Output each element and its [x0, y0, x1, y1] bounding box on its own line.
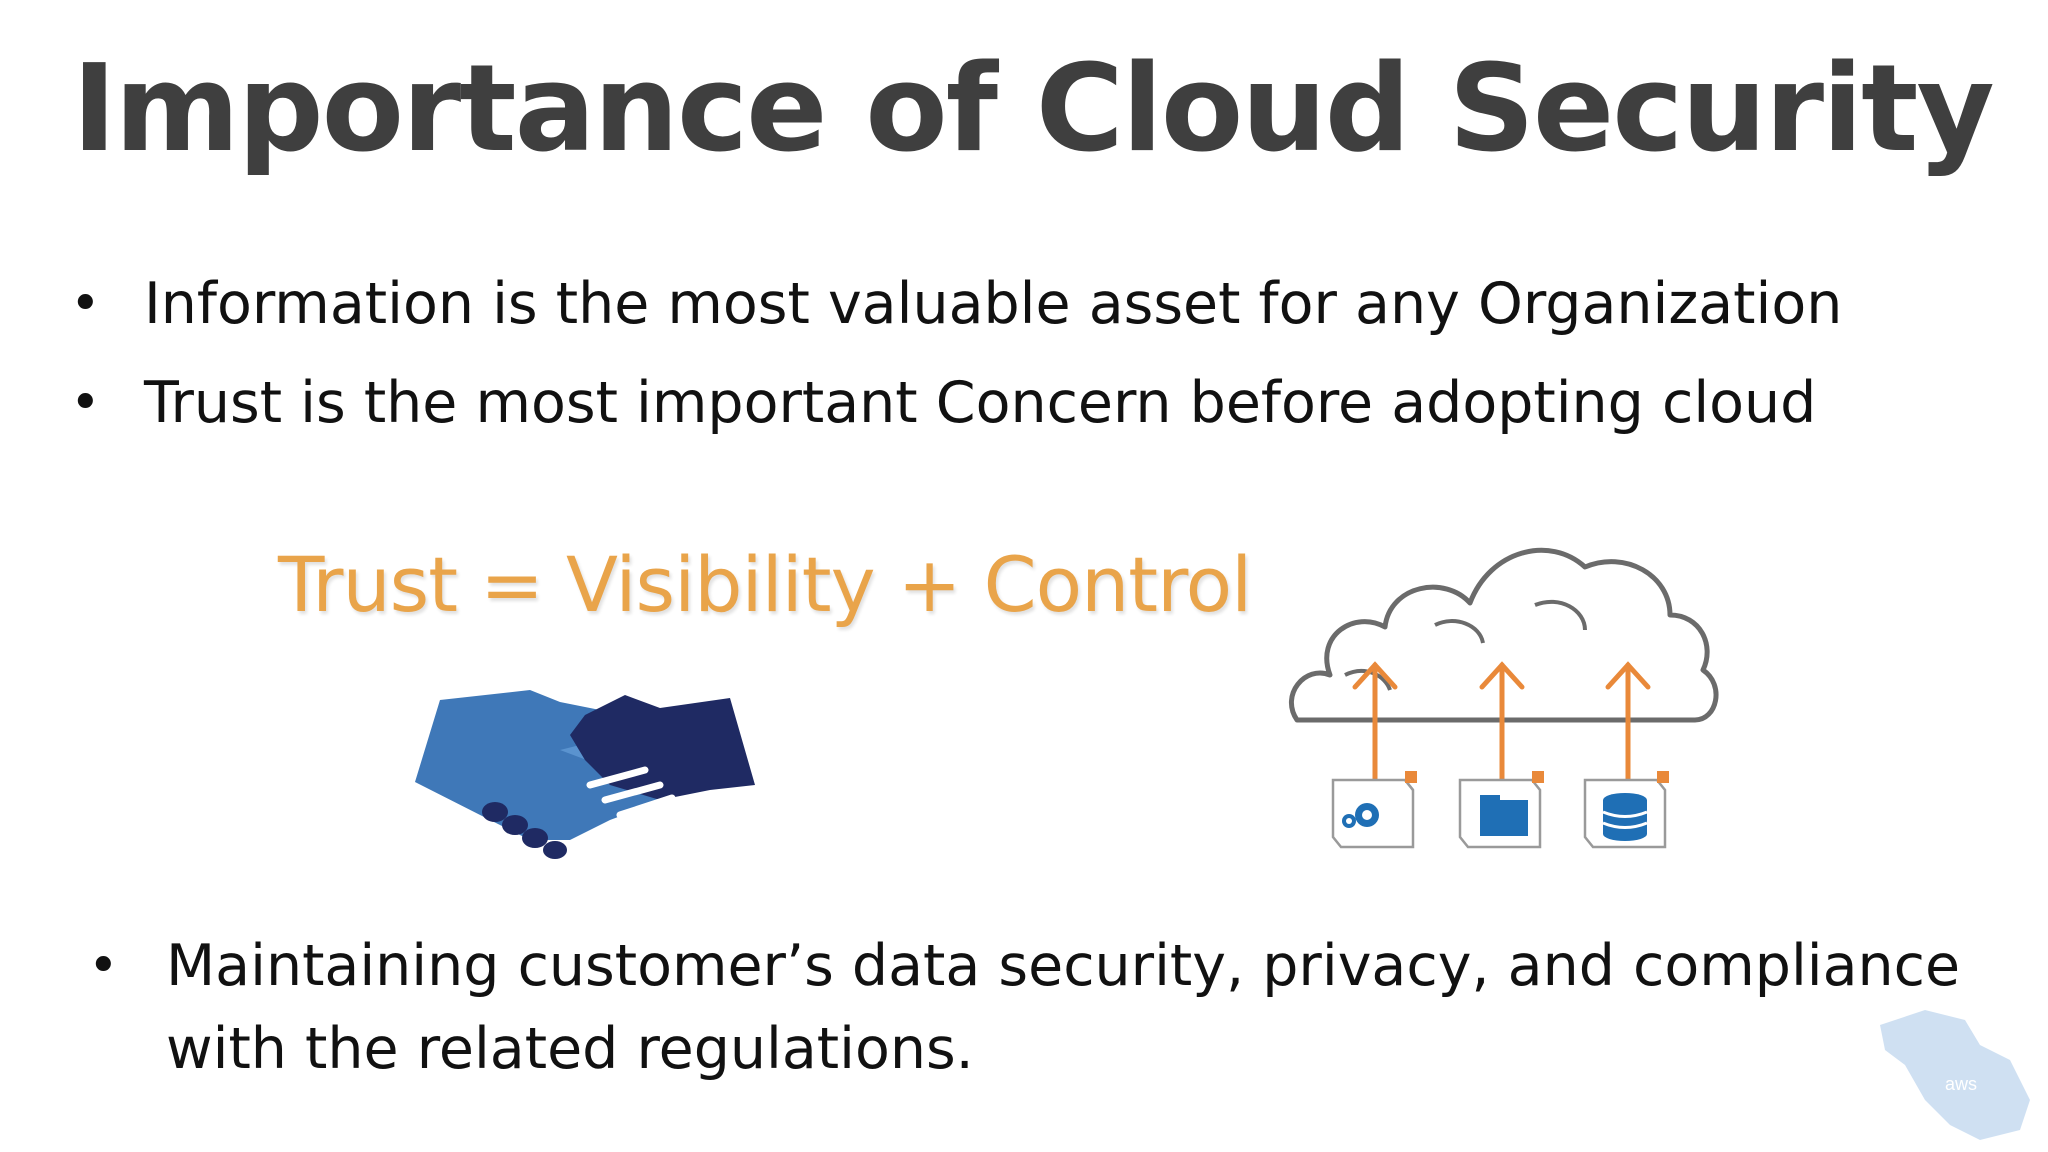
bullet-text-line2: with the related regulations.: [166, 1016, 974, 1082]
bullet-item: • Trust is the most important Concern be…: [64, 354, 1842, 453]
folder-icon: [1480, 795, 1528, 836]
bullet-dot: •: [70, 274, 101, 334]
cloud-icon: [1289, 547, 1719, 849]
bullet-item: • Information is the most valuable asset…: [64, 255, 1842, 354]
bullet-text: Trust is the most important Concern befo…: [144, 370, 1817, 436]
bullet-dot: •: [70, 373, 101, 433]
slide-title: Importance of Cloud Security: [72, 40, 1995, 179]
aws-logo-text: aws: [1945, 1074, 1977, 1094]
bullet-text-line1: Maintaining customer’s data security, pr…: [166, 933, 1961, 999]
trust-equation: Trust = Visibility + Control: [278, 540, 1252, 629]
bullet-dot: •: [88, 936, 119, 996]
database-icon: [1602, 793, 1648, 841]
gear-icon: [1342, 803, 1379, 828]
bullet-text: Information is the most valuable asset f…: [144, 271, 1843, 337]
bullet-item: • Maintaining customer’s data security, …: [86, 925, 1960, 1091]
handshake-icon: [415, 690, 755, 859]
bullet-list: • Information is the most valuable asset…: [64, 255, 1842, 453]
bottom-bullet-list: • Maintaining customer’s data security, …: [86, 925, 1960, 1091]
aws-map-logo: aws: [1880, 1010, 2030, 1140]
